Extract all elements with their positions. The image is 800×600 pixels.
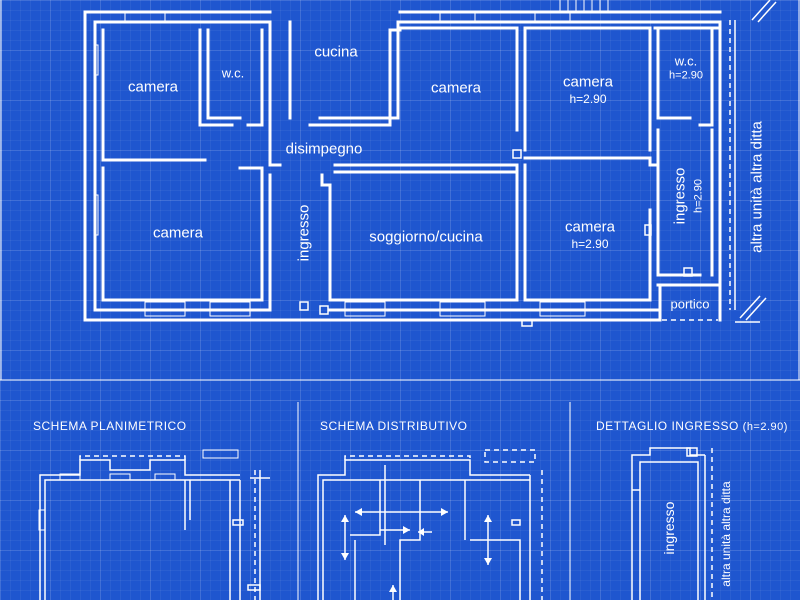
detail-label-altra-unita: altra unità altra ditta [719,481,734,587]
title-dettaglio-ingresso-height: (h=2.90) [742,421,788,433]
room-label-wc-left: w.c. [221,65,245,81]
schema-planimetrico-thumb [38,449,270,600]
room-label-portico: portico [670,296,710,312]
room-label-disimpegno: disimpegno [285,140,363,158]
room-label-soggiorno-cucina: soggiorno/cucina [369,228,483,246]
internal-walls [101,20,722,322]
title-schema-distributivo: SCHEMA DISTRIBUTIVO [320,419,468,433]
room-label-camera-mid: camera [430,79,482,97]
title-dettaglio-ingresso: DETTAGLIO INGRESSO (h=2.90) [596,419,788,433]
room-label-camera-right: camera [562,73,614,91]
break-marks [735,0,777,323]
room-label-wc-right-height: h=2.90 [669,69,703,82]
room-label-camera-bottom-right-height: h=2.90 [571,237,609,252]
room-label-cucina: cucina [314,43,358,61]
title-dettaglio-ingresso-text: DETTAGLIO INGRESSO [596,419,739,433]
room-label-wc-right: w.c. [674,53,698,69]
title-schema-planimetrico: SCHEMA PLANIMETRICO [33,419,187,433]
detail-label-ingresso: ingresso [660,501,677,555]
column-markers [299,149,693,327]
outer-walls [83,10,722,322]
dettaglio-ingresso-thumb [631,447,713,600]
windows [93,10,586,317]
room-label-camera-bottom-right: camera [564,218,616,236]
schema-distributivo-thumb [317,449,543,600]
room-label-camera-bottom-left: camera [152,224,204,242]
room-label-camera-right-height: h=2.90 [569,92,607,107]
stair-hatch [559,0,609,12]
room-label-camera-top-left: camera [127,78,179,96]
